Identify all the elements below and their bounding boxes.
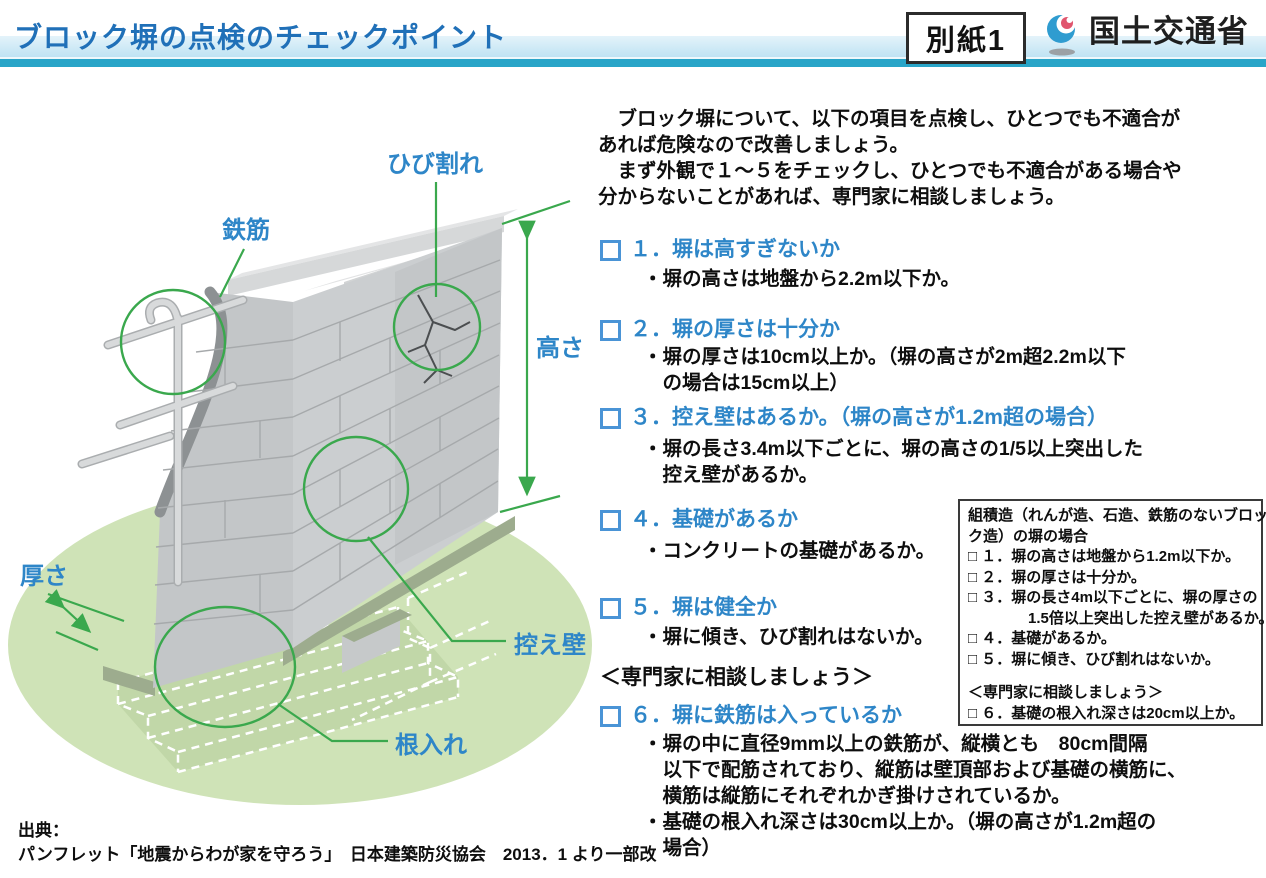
- buttress-bottom-block: [342, 609, 412, 673]
- check-item-1-heading: １．塀は高すぎないか: [630, 238, 840, 261]
- check-item-3-heading: ３．控え壁はあるか。（塀の高さが1.2m超の場合）: [630, 406, 1108, 429]
- masonry-box-title: ク造）の塀の場合: [968, 527, 1089, 545]
- wall-faces: [153, 228, 502, 688]
- masonry-box-line: □ ５．塀に傾き、ひび割れはないか。: [968, 650, 1220, 668]
- header-teal-stripe: [0, 59, 1266, 67]
- checkbox-1[interactable]: [600, 240, 621, 261]
- intro-line: まず外観で１～５をチェックし、ひとつでも不適合がある場合や: [598, 160, 1182, 182]
- check-item-5: ５．塀は健全か: [600, 596, 777, 620]
- intro-line: ブロック塀について、以下の項目を点検し、ひとつでも不適合が: [598, 108, 1181, 130]
- bullet-line: 控え壁があるか。: [643, 464, 819, 486]
- check-item-6-bullets: ・塀の中に直径9mm以上の鉄筋が、縦横とも 80cm間隔 以下で配筋されており、…: [643, 731, 1186, 861]
- embedment-circle: [153, 605, 297, 729]
- rebar-bars: [77, 295, 248, 587]
- check-item-6-heading: ６．塀に鉄筋は入っているか: [630, 704, 902, 727]
- block-wall-diagram: ひび割れ 鉄筋 高さ 厚さ 控え壁 根入れ: [8, 150, 592, 805]
- masonry-box-line: □ ２．塀の厚さは十分か。: [968, 568, 1146, 586]
- check-item-2: ２．塀の厚さは十分か: [600, 318, 840, 342]
- check-item-3: ３．控え壁はあるか。（塀の高さが1.2m超の場合）: [600, 406, 1108, 430]
- buttress-label: 控え壁: [514, 631, 586, 659]
- mlit-logo: 国土交通省: [1040, 8, 1249, 58]
- masonry-box-title: 組積造（れんが造、石造、鉄筋のないブロッ: [968, 507, 1266, 524]
- checkbox-6[interactable]: [600, 706, 621, 727]
- masonry-box-line: 1.5倍以上突出した控え壁があるか。: [968, 609, 1266, 627]
- rebar-circle: [119, 288, 227, 396]
- agency-name: 国土交通省: [1089, 14, 1249, 49]
- bullet-line: の場合は15cm以上）: [643, 372, 849, 394]
- masonry-box-line: □ ６．基礎の根入れ深さは20cm以上か。: [968, 704, 1245, 722]
- check-item-5-heading: ５．塀は健全か: [630, 596, 777, 619]
- source-label: 出典：: [18, 821, 69, 840]
- bullet-line: ・塀の高さは地盤から2.2m以下か。: [643, 268, 961, 290]
- checkbox-4[interactable]: [600, 510, 621, 531]
- bullet-line: ・塀の長さ3.4m以下ごとに、塀の高さの1/5以上突出した: [643, 438, 1143, 460]
- rebar-label: 鉄筋: [222, 216, 270, 244]
- height-label: 高さ: [536, 334, 584, 362]
- page-title: ブロック塀の点検のチェックポイント: [14, 22, 508, 53]
- check-item-2-bullets: ・塀の厚さは10cm以上か。（塀の高さが2m超2.2m以下 の場合は15cm以上…: [643, 344, 1126, 396]
- check-item-1: １．塀は高すぎないか: [600, 238, 840, 262]
- check-item-5-bullets: ・塀に傾き、ひび割れはないか。: [643, 624, 934, 650]
- masonry-wall-box: 組積造（れんが造、石造、鉄筋のないブロッ ク造）の塀の場合 □ １．塀の高さは地…: [958, 499, 1266, 726]
- bullet-line: 横筋は縦筋にそれぞれかぎ掛けされているか。: [643, 785, 1071, 807]
- bullet-line: 以下で配筋されており、縦筋は壁頂部および基礎の横筋に、: [643, 759, 1187, 781]
- crack-lines: [407, 294, 471, 384]
- consult-expert-note: ＜専門家に相談しましょう＞: [600, 666, 873, 689]
- foundation-strip: [283, 516, 515, 666]
- bullet-line: ・基礎の根入れ深さは30cm以上か。（塀の高さが1.2m超の: [643, 811, 1157, 833]
- attachment-badge: 別紙1: [906, 12, 1026, 64]
- leader-lines: [44, 182, 571, 743]
- masonry-box-line: □ １．塀の高さは地盤から1.2m以下か。: [968, 548, 1241, 565]
- bullet-line: ・塀に傾き、ひび割れはないか。: [643, 626, 934, 648]
- check-item-4: ４．基礎があるか: [600, 508, 798, 532]
- crack-label: ひび割れ: [387, 150, 483, 178]
- checkbox-3[interactable]: [600, 408, 621, 429]
- check-item-2-heading: ２．塀の厚さは十分か: [630, 318, 840, 341]
- checkbox-2[interactable]: [600, 320, 621, 341]
- bullet-line: 場合）: [643, 837, 722, 859]
- bullet-line: ・コンクリートの基礎があるか。: [643, 540, 936, 562]
- check-item-3-bullets: ・塀の長さ3.4m以下ごとに、塀の高さの1/5以上突出した 控え壁があるか。: [643, 436, 1143, 488]
- check-item-4-bullets: ・コンクリートの基礎があるか。: [643, 538, 935, 564]
- check-item-6: ６．塀に鉄筋は入っているか: [600, 704, 902, 728]
- thickness-dimension-arrow: [44, 589, 92, 633]
- thickness-label: 厚さ: [20, 563, 68, 590]
- intro-paragraph: ブロック塀について、以下の項目を点検し、ひとつでも不適合が あれば危険なので改善…: [598, 106, 1266, 210]
- mlit-logo-icon: [1047, 14, 1076, 56]
- masonry-box-gap: [968, 670, 1253, 683]
- header-gap: [0, 57, 1266, 59]
- source-text: パンフレット「地震からわが家を守ろう」 日本建築防災協会 2013．1 より一部…: [18, 845, 657, 864]
- foundation-strip-left: [103, 666, 155, 696]
- bullet-line: ・塀の厚さは10cm以上か。（塀の高さが2m超2.2m以下: [643, 346, 1126, 368]
- embedment-label: 根入れ: [395, 731, 467, 759]
- buttress-circle: [302, 435, 410, 543]
- bullet-line: ・塀の中に直径9mm以上の鉄筋が、縦横とも 80cm間隔: [643, 733, 1148, 755]
- intro-line: 分からないことがあれば、専門家に相談しましょう。: [598, 186, 1065, 208]
- intro-line: あれば危険なので改善しましょう。: [598, 134, 909, 156]
- masonry-box-line: □ ４．基礎があるか。: [968, 630, 1116, 647]
- block-courses: [153, 259, 501, 625]
- masonry-box-line: ＜専門家に相談しましょう＞: [968, 684, 1164, 701]
- check-item-1-bullets: ・塀の高さは地盤から2.2m以下か。: [643, 266, 960, 292]
- buttress-footing-dashed: [351, 568, 497, 722]
- check-item-4-heading: ４．基礎があるか: [630, 508, 798, 531]
- checkbox-5[interactable]: [600, 598, 621, 619]
- masonry-box-line: □ ３．塀の長さ4m以下ごとに、塀の厚さの: [968, 589, 1258, 606]
